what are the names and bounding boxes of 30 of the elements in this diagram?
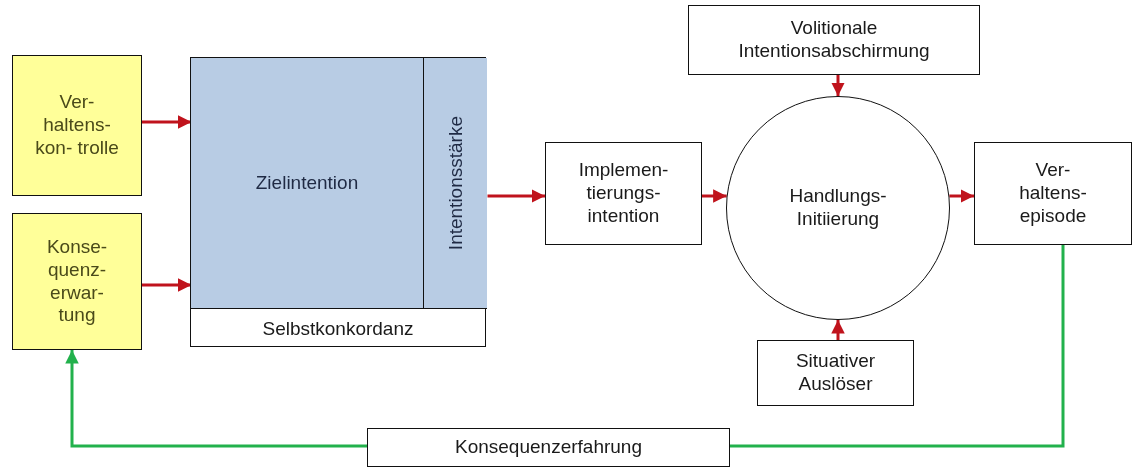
intention-frame [190, 57, 486, 347]
node-label: Implemen- tierungs- intention [577, 159, 670, 228]
arrow [142, 278, 192, 292]
process-box [757, 340, 914, 406]
process-box [688, 5, 980, 75]
node-label: Ver- haltens- episode [1018, 159, 1088, 228]
node-label: Intentionsstärke [444, 115, 467, 251]
node-label: Konsequenzerfahrung [455, 436, 642, 459]
factor-box [12, 213, 142, 350]
node-label: Situativer Auslöser [794, 350, 877, 396]
strength-column [424, 58, 487, 309]
arrow [949, 189, 974, 203]
node-label: Konse- quenz- erwar- tung [45, 235, 109, 328]
node-label: Selbstkonkordanz [262, 318, 414, 340]
process-box [545, 142, 702, 245]
arrow [702, 189, 727, 203]
node-label: Ver- haltens- kon- trolle [34, 91, 120, 160]
arrow [831, 75, 845, 96]
node-label: Zielintention [255, 171, 359, 195]
factor-box [12, 55, 142, 196]
node-label: Volitionale Intentionsabschirmung [737, 17, 931, 63]
connector-line [730, 245, 1065, 448]
arrow [487, 189, 545, 203]
node-label: Handlungs- Initiierung [788, 185, 888, 231]
arrow [65, 350, 367, 448]
arrow [831, 320, 845, 340]
arrow [142, 115, 192, 129]
process-box [367, 428, 730, 467]
intention-area [191, 58, 424, 309]
process-box [974, 142, 1132, 245]
